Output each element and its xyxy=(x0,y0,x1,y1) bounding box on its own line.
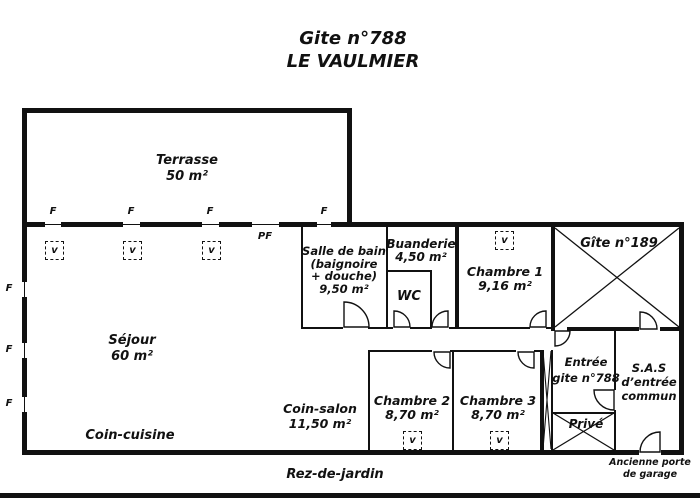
corridor-top-wall xyxy=(368,327,393,329)
shutter-label: v xyxy=(409,435,416,446)
wc-right-wall xyxy=(430,270,432,327)
shutter-box: v xyxy=(202,241,221,260)
window-label-f: F xyxy=(320,206,328,217)
window-line xyxy=(24,282,25,297)
private-area-top-wall xyxy=(553,412,614,414)
entrance-sas-door-icon xyxy=(593,389,615,411)
entrance-sas-divider-wall xyxy=(614,410,616,450)
bathroom-door-icon xyxy=(343,301,370,328)
main-right-wall xyxy=(679,222,684,455)
bedroom2-left-wall xyxy=(368,350,370,450)
corridor-top-wall xyxy=(410,327,432,329)
shutter-label: v xyxy=(51,245,58,256)
shutter-label: v xyxy=(501,235,508,246)
duct-strip-cross-icon xyxy=(542,350,552,450)
corridor-bottom-wall xyxy=(534,350,542,352)
gite189-bottom-wall xyxy=(567,327,639,331)
entrance-door-icon xyxy=(554,330,571,347)
shutter-box: v xyxy=(495,231,514,250)
duct-strip-left-wall xyxy=(542,350,544,450)
shutter-box: v xyxy=(490,431,509,450)
window-label-f: F xyxy=(49,206,57,217)
window-label-f: F xyxy=(5,344,13,355)
page-title: Gite n°788 LE VAULMIER xyxy=(287,28,420,73)
corridor-top-wall xyxy=(301,327,343,329)
wc-top-wall xyxy=(386,270,432,272)
garage-door-icon xyxy=(639,431,661,453)
window-line xyxy=(24,343,25,358)
window-line xyxy=(202,224,219,225)
bedroom2-3-divider-wall xyxy=(452,350,454,450)
window-label-f: F xyxy=(5,398,13,409)
bathroom-right-wall xyxy=(386,227,388,327)
window-line xyxy=(123,224,140,225)
garage-door-gap xyxy=(639,450,661,455)
gite-number-title: Gite n°788 xyxy=(299,28,407,49)
bedroom2-door-icon xyxy=(433,351,451,369)
corridor-bottom-wall xyxy=(368,350,432,352)
bathroom-left-wall xyxy=(301,227,303,327)
french-door-label-pf: PF xyxy=(257,231,273,242)
corridor-top-wall xyxy=(546,327,555,329)
gite189-bottom-wall xyxy=(660,327,679,331)
window-line xyxy=(24,397,25,412)
window-line xyxy=(45,224,61,225)
main-bottom-wall xyxy=(22,450,684,455)
duct-strip-right-wall xyxy=(551,350,553,450)
floor-name-label: Rez-de-jardin xyxy=(286,467,384,482)
terrace-left-wall xyxy=(22,108,27,227)
shutter-label: v xyxy=(129,245,136,256)
shutter-box: v xyxy=(123,241,142,260)
window-label-f: F xyxy=(206,206,214,217)
wc-label: WC xyxy=(397,289,421,304)
bottom-frame-line xyxy=(0,493,700,498)
shutter-box: v xyxy=(403,431,422,450)
shutter-box: v xyxy=(45,241,64,260)
bedroom3-door-icon xyxy=(517,351,535,369)
bedroom3-right-wall xyxy=(540,350,542,450)
window-line xyxy=(317,224,331,225)
bedroom1-door-icon xyxy=(529,310,547,328)
main-left-wall xyxy=(22,222,27,455)
private-label: Privé xyxy=(568,417,604,431)
shutter-label: v xyxy=(496,435,503,446)
laundry-door-icon xyxy=(431,310,449,328)
main-top-wall xyxy=(22,222,684,227)
kitchen-corner-label: Coin-cuisine xyxy=(85,428,175,443)
gite189-left-wall xyxy=(551,227,555,331)
gite189-door-icon xyxy=(639,311,658,330)
terrace-top-wall xyxy=(22,108,352,113)
corridor-top-wall xyxy=(449,327,530,329)
bedroom1-left-wall xyxy=(455,227,459,327)
corridor-bottom-wall xyxy=(450,350,516,352)
french-door-line xyxy=(252,224,279,225)
gite-location-title: LE VAULMIER xyxy=(286,50,420,72)
bathroom-label: Salle de bain (baignoire + douche) 9,50 … xyxy=(302,244,386,296)
terrace-right-wall xyxy=(347,108,352,227)
shutter-label: v xyxy=(208,245,215,256)
gite189-label: Gîte n°189 xyxy=(580,236,658,251)
window-label-f: F xyxy=(127,206,135,217)
wc-door-icon xyxy=(393,310,411,328)
entrance-sas-divider-wall xyxy=(614,331,616,390)
window-label-f: F xyxy=(5,283,13,294)
